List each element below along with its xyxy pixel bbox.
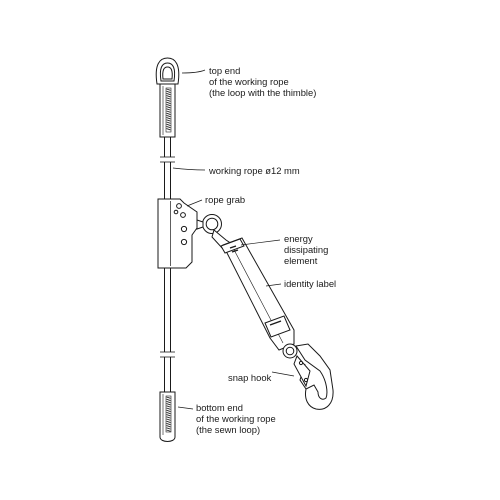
stitch-mark bbox=[166, 112, 171, 115]
label-working-rope: working rope ø12 mm bbox=[209, 165, 300, 176]
label-bottom-end: bottom end of the working rope (the sewn… bbox=[196, 402, 276, 436]
label-bottom-end-line-2: of the working rope bbox=[196, 413, 276, 425]
label-snap-hook: snap hook bbox=[228, 372, 272, 383]
stitch-mark bbox=[166, 409, 171, 412]
stitch-mark bbox=[166, 114, 171, 118]
stitch-mark bbox=[166, 429, 171, 432]
stitch-mark bbox=[166, 414, 171, 417]
stitch-mark bbox=[166, 128, 171, 131]
stitch-mark bbox=[166, 405, 171, 408]
label-energy-element-line-1: energy bbox=[284, 233, 313, 244]
stitch-mark bbox=[166, 88, 171, 91]
label-rope-grab: rope grab bbox=[205, 194, 246, 205]
stitch-mark bbox=[166, 425, 171, 428]
stitch-mark bbox=[166, 106, 171, 109]
stitch-mark bbox=[166, 422, 171, 426]
label-top-end-line-3: (the loop with the thimble) bbox=[209, 87, 317, 99]
stitch-mark bbox=[166, 407, 171, 410]
stitch-mark bbox=[166, 95, 171, 98]
stitch-mark bbox=[166, 398, 171, 401]
stitch-mark bbox=[166, 400, 171, 404]
label-bottom-end-line-1: bottom end bbox=[196, 402, 243, 413]
label-energy-element-line-2: dissipating bbox=[284, 244, 329, 256]
rope-break-mark-lower bbox=[160, 351, 175, 358]
label-energy-element-line-3: element bbox=[284, 255, 318, 267]
identity-label-marks bbox=[229, 245, 282, 326]
stitch-mark bbox=[166, 119, 171, 122]
label-top-end-line-2: of the working rope bbox=[209, 76, 289, 88]
stitch-mark bbox=[166, 99, 171, 102]
snap-hook bbox=[282, 343, 334, 410]
label-top-end-line-1: top end bbox=[209, 65, 241, 76]
stitch-mark bbox=[166, 117, 171, 120]
stitch-mark bbox=[166, 110, 171, 113]
stitch-mark bbox=[166, 427, 171, 430]
stitch-mark bbox=[166, 123, 171, 126]
stitch-mark bbox=[166, 420, 171, 423]
stitch-mark bbox=[166, 108, 171, 111]
rope-grab bbox=[157, 198, 222, 269]
stitch-mark bbox=[166, 92, 171, 96]
stitch-mark bbox=[166, 416, 171, 419]
label-energy-element: energy dissipating element bbox=[284, 233, 328, 267]
stitch-mark bbox=[166, 90, 171, 93]
stitch-mark bbox=[166, 411, 171, 415]
stitch-mark bbox=[166, 103, 171, 107]
stitch-mark bbox=[166, 101, 171, 104]
stitch-mark bbox=[166, 125, 171, 129]
label-bottom-end-line-3: (the sewn loop) bbox=[196, 424, 261, 436]
leader-lines bbox=[172, 69, 295, 410]
top-sewn-sleeve bbox=[159, 83, 176, 138]
stitch-mark bbox=[166, 418, 171, 421]
stitch-mark bbox=[166, 403, 171, 406]
stitch-mark bbox=[166, 97, 171, 100]
stitch-mark bbox=[166, 396, 171, 399]
energy-dissipating-element bbox=[211, 229, 295, 351]
label-identity-label: identity label bbox=[284, 278, 337, 289]
bottom-sewn-loop bbox=[159, 391, 176, 442]
rope-break-mark-upper bbox=[160, 156, 175, 163]
stitch-mark bbox=[166, 121, 171, 124]
label-top-end: top end of the working rope (the loop wi… bbox=[209, 65, 316, 99]
thimble-loop bbox=[155, 57, 180, 85]
